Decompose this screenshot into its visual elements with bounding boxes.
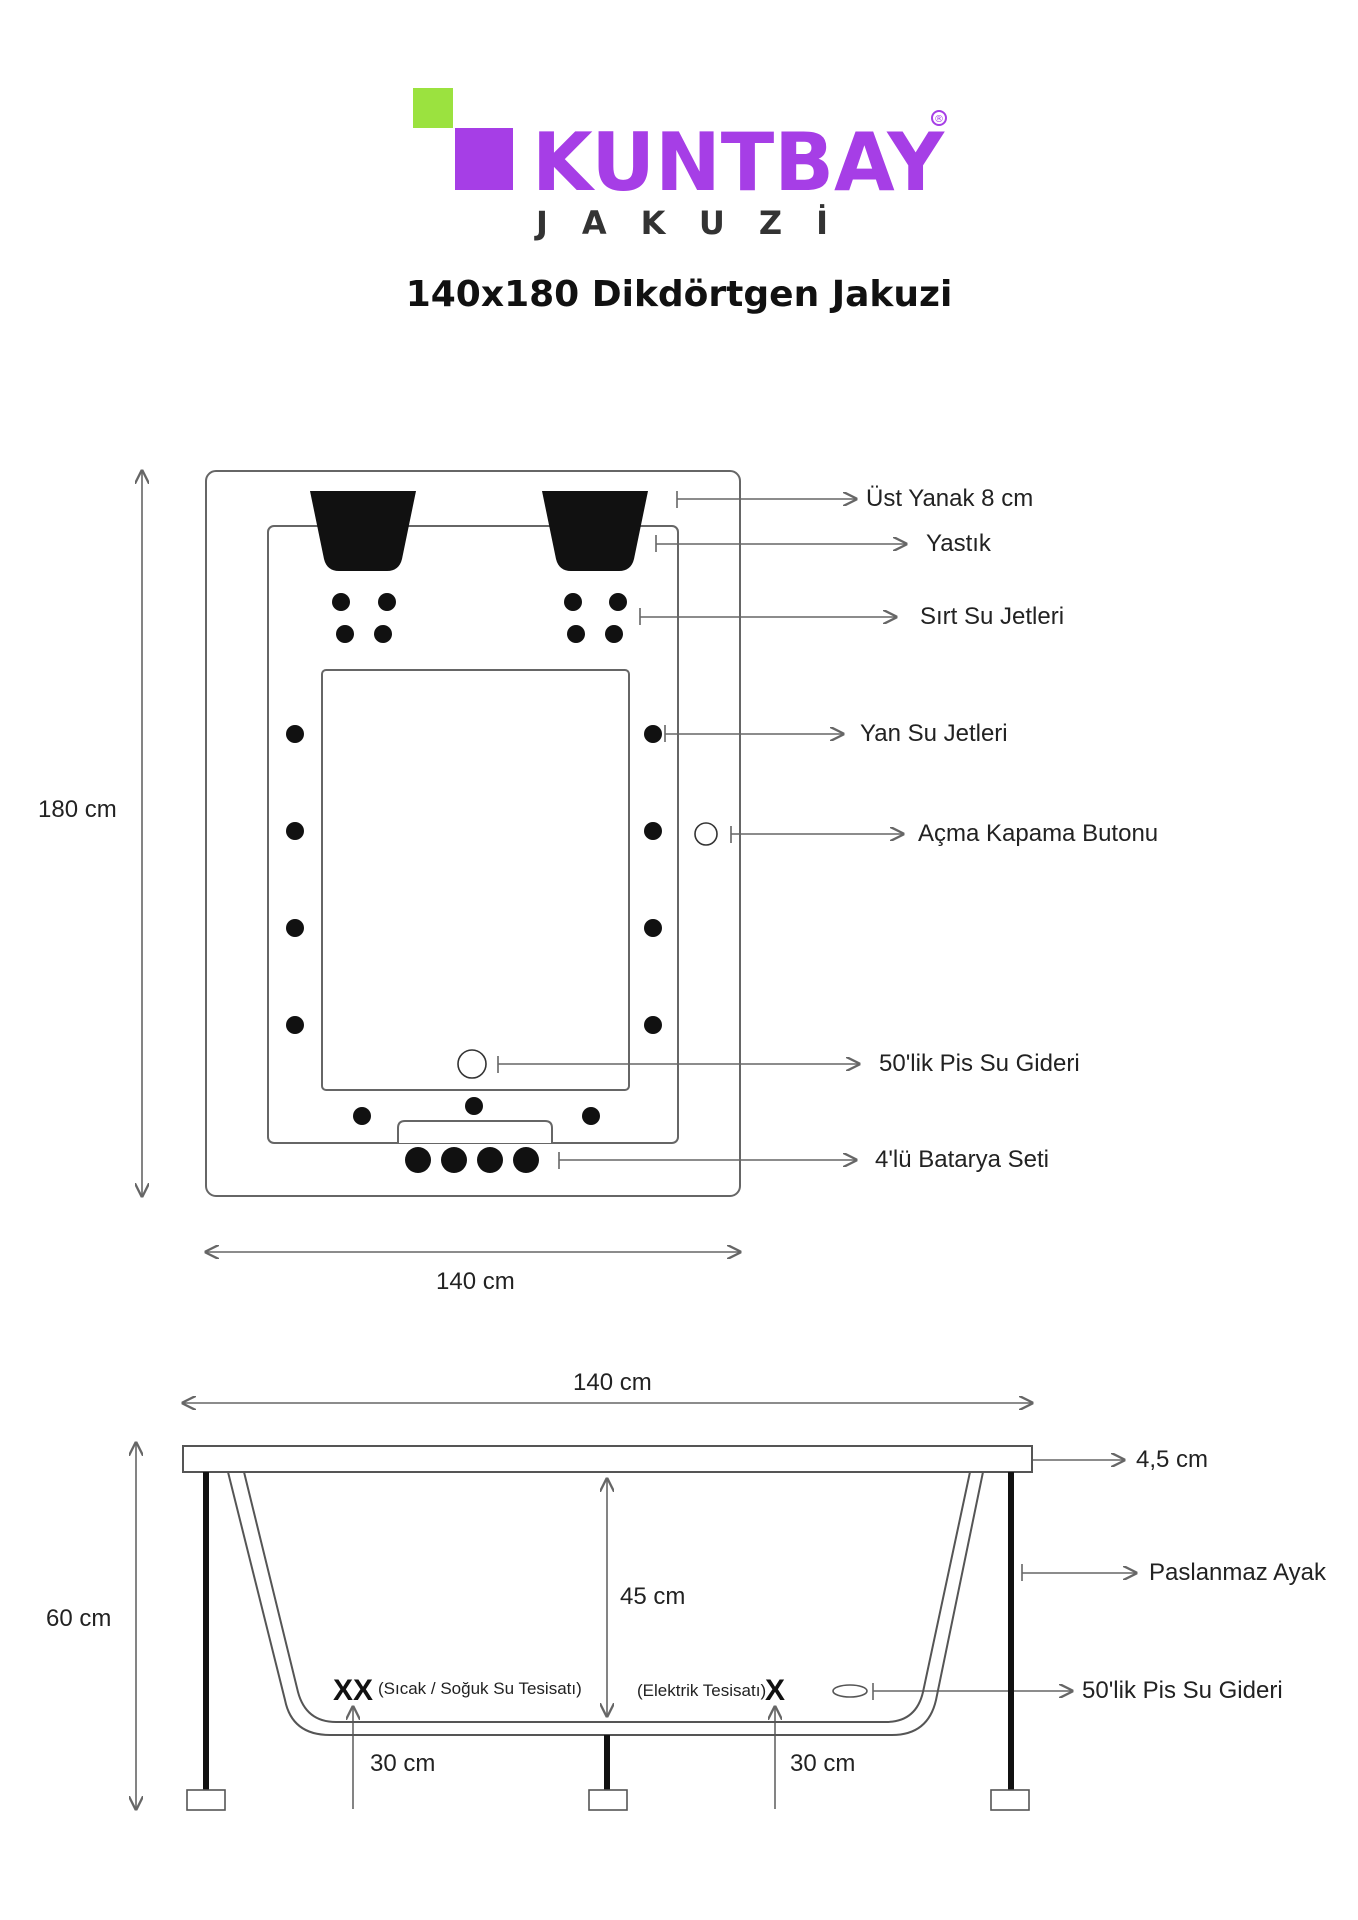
side-height-label: 60 cm	[46, 1605, 112, 1632]
logo-purple-block	[455, 128, 513, 190]
stainless-legs	[186, 1472, 1030, 1811]
logo-green-square	[413, 88, 453, 128]
label-electric-installation: (Elektrik Tesisatı)	[637, 1681, 767, 1700]
tub-shell	[227, 1471, 984, 1736]
label-back-jets: Sırt Su Jetleri	[920, 603, 1065, 630]
back-jets	[332, 593, 627, 643]
label-pillow: Yastık	[926, 530, 991, 557]
on-off-button	[694, 822, 718, 846]
top-view-diagram	[0, 0, 1358, 1300]
drain-side	[832, 1684, 868, 1698]
registered-mark	[931, 110, 947, 126]
label-water-installation: (Sıcak / Soğuk Su Tesisatı)	[378, 1679, 582, 1698]
label-stainless-legs: Paslanmaz Ayak	[1149, 1559, 1326, 1586]
drain-top	[457, 1049, 487, 1079]
svg-text:®: ®	[934, 114, 944, 125]
logo-wordmark: KUNTBAY	[532, 116, 945, 209]
electric-height-label: 30 cm	[790, 1750, 856, 1777]
label-top-rim: Üst Yanak 8 cm	[866, 485, 1034, 512]
brand-logo: KUNTBAY ®	[413, 88, 947, 209]
side-jets	[286, 725, 662, 1125]
water-height-label: 30 cm	[370, 1750, 436, 1777]
pillow-right	[542, 491, 648, 571]
top-height-label: 180 cm	[38, 796, 117, 823]
page-title: 140x180 Dikdörtgen Jakuzi	[405, 274, 953, 315]
label-battery-set: 4'lü Batarya Seti	[875, 1146, 1050, 1173]
battery-set	[405, 1147, 539, 1173]
label-drain-side: 50'lik Pis Su Gideri	[1082, 1677, 1283, 1704]
electric-marker: X	[765, 1674, 786, 1707]
label-drain-top: 50'lik Pis Su Gideri	[879, 1050, 1080, 1077]
label-side-jets: Yan Su Jetleri	[860, 720, 1008, 747]
battery-notch	[397, 1120, 553, 1143]
brand-tagline: JAKUZİ	[536, 204, 862, 242]
label-on-off-button: Açma Kapama Butonu	[918, 820, 1159, 847]
label-rim-thickness: 4,5 cm	[1136, 1446, 1209, 1473]
seat-floor	[321, 669, 630, 1091]
water-marker: XX	[333, 1674, 374, 1707]
side-width-label: 140 cm	[573, 1369, 652, 1396]
top-width-label: 140 cm	[436, 1268, 515, 1295]
inner-depth-label: 45 cm	[620, 1583, 686, 1610]
tub-rim	[182, 1445, 1033, 1473]
pillow-left	[310, 491, 416, 571]
